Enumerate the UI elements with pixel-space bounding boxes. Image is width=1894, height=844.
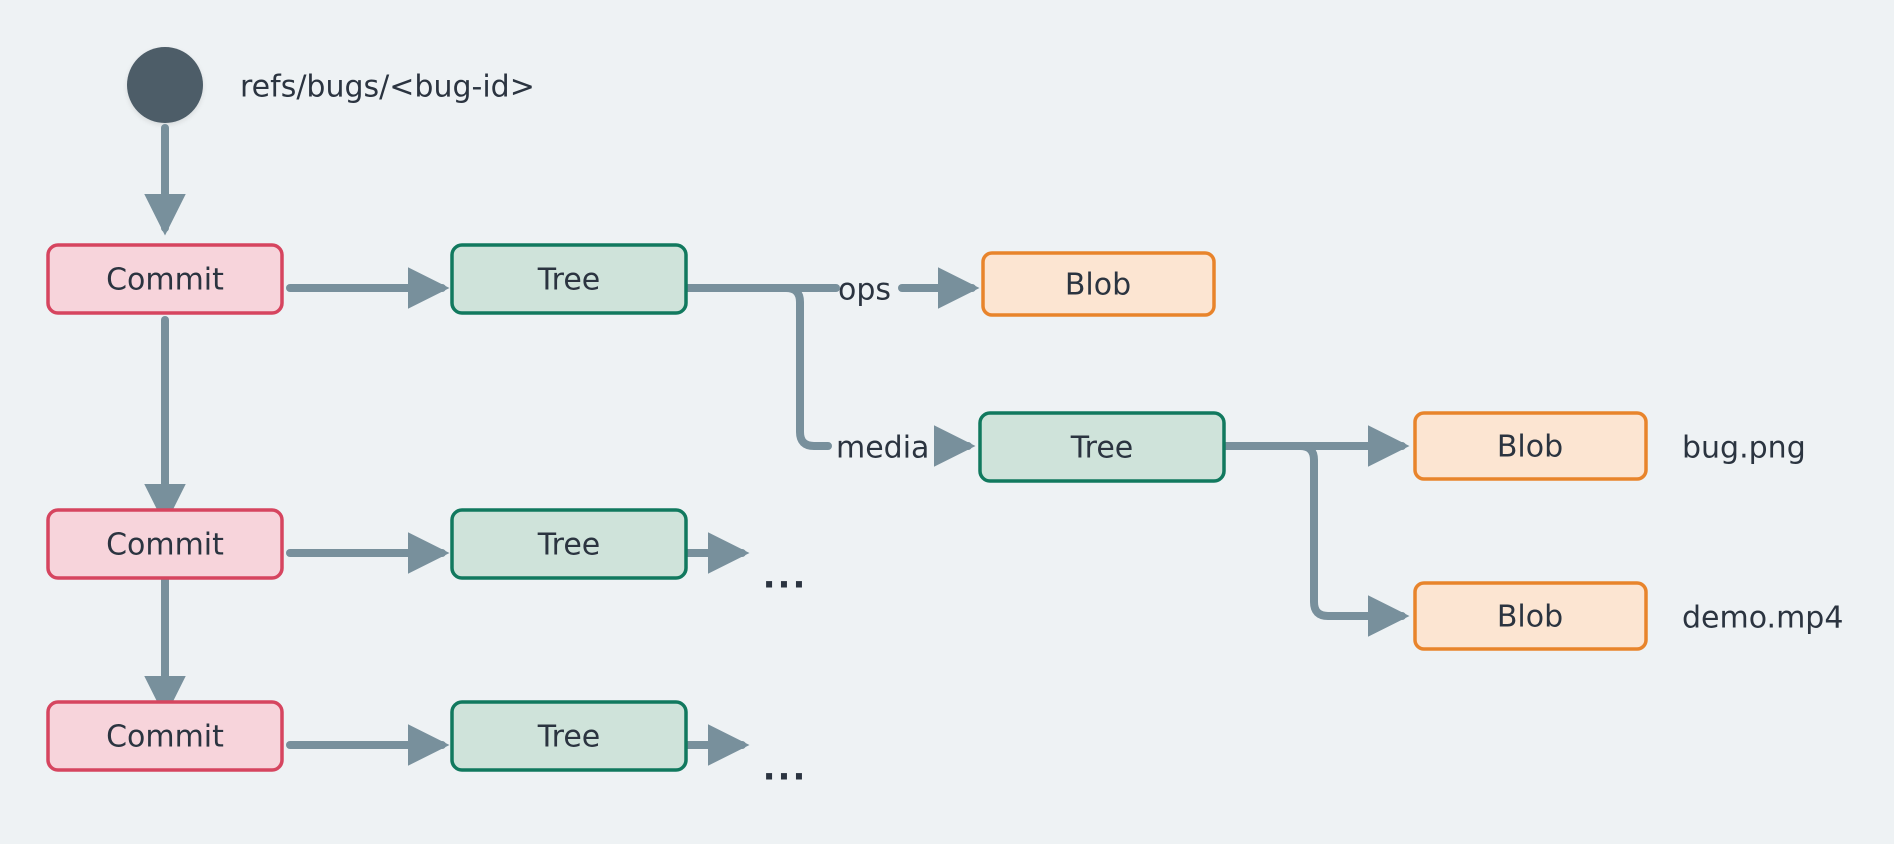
tree-label: Tree [537,720,601,755]
blob-box[interactable] [981,251,1216,317]
edge-label-ops: ops [838,273,891,308]
tree-box[interactable] [978,411,1226,483]
node-commit-3[interactable]: Commit [46,700,284,772]
ellipsis-row2: ... [763,557,808,597]
node-blob-ops[interactable]: Blob [981,251,1216,317]
commit-box[interactable] [46,700,284,772]
commit-box[interactable] [46,508,284,580]
tree-box[interactable] [450,700,688,772]
node-commit-2[interactable]: Commit [46,508,284,580]
commit-label: Commit [106,263,224,298]
tree-label: Tree [1070,431,1134,466]
blob-label: Blob [1497,600,1563,635]
edge-tree1-fork-down [766,284,832,450]
node-tree-1[interactable]: Tree [450,243,688,315]
edge-label-media: media [836,431,929,466]
node-commit-1[interactable]: Commit [46,243,284,315]
blob-filename-bug-png: bug.png [1682,431,1806,466]
tree-box[interactable] [450,508,688,580]
blob-filename-demo-mp4: demo.mp4 [1682,601,1843,636]
blob-label: Blob [1497,430,1563,465]
blob-box[interactable] [1413,411,1648,481]
node-tree-3[interactable]: Tree [450,700,688,772]
commit-label: Commit [106,720,224,755]
edge-treemedia-to-blob-demomp4 [1282,442,1410,637]
ref-root-circle[interactable] [127,47,203,123]
commit-box[interactable] [46,243,284,315]
ref-label: refs/bugs/<bug-id> [240,70,535,105]
node-blob-bug-png[interactable]: Blob bug.png [1413,411,1806,481]
blob-label: Blob [1065,268,1131,303]
node-blob-demo-mp4[interactable]: Blob demo.mp4 [1413,581,1843,651]
tree-box[interactable] [450,243,688,315]
tree-label: Tree [537,528,601,563]
tree-label: Tree [537,263,601,298]
node-tree-media[interactable]: Tree [978,411,1226,483]
node-tree-2[interactable]: Tree [450,508,688,580]
blob-box[interactable] [1413,581,1648,651]
commit-label: Commit [106,528,224,563]
ellipsis-row3: ... [763,749,808,789]
